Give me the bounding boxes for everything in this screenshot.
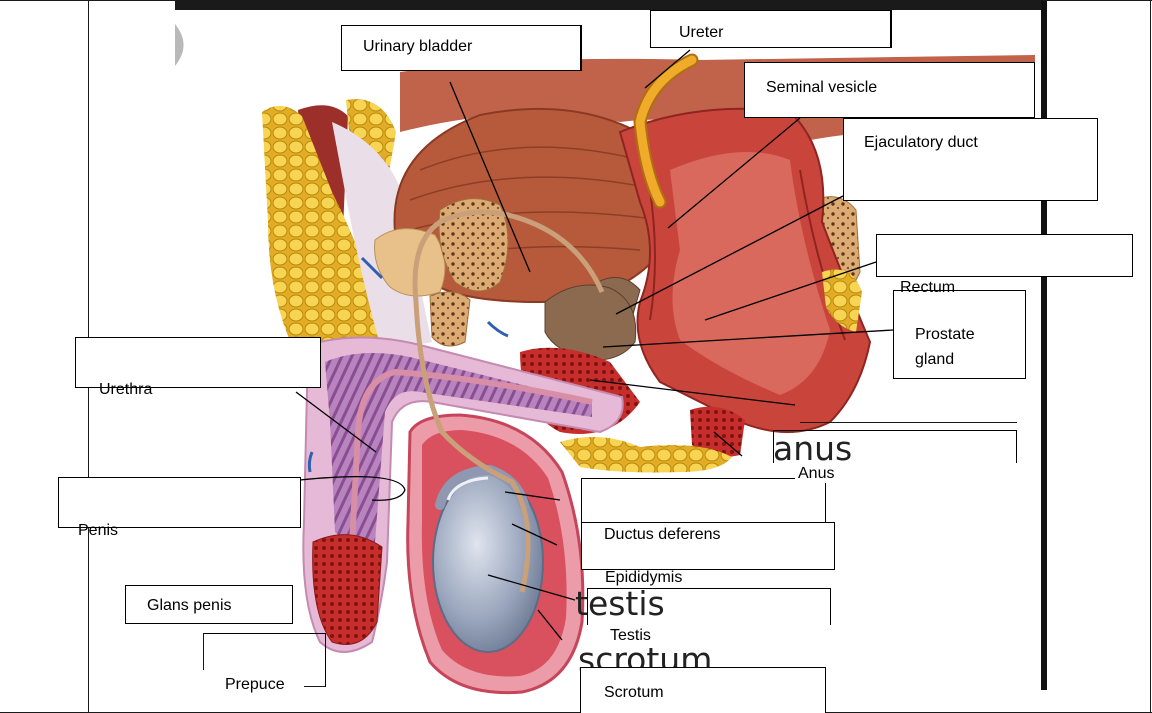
label-text: Seminal vesicle	[766, 79, 877, 96]
label-box-anus-top-edge	[800, 422, 1017, 423]
table-right-line	[1150, 0, 1151, 713]
label-box-ureter[interactable]: Ureter	[650, 10, 892, 48]
blank-label-box[interactable]	[581, 478, 826, 523]
label-urethra[interactable]: Urethra	[99, 381, 152, 399]
label-box-urinary-bladder[interactable]: Urinary bladder	[341, 25, 582, 71]
label-box-seminal-vesicle[interactable]: Seminal vesicle	[744, 62, 1035, 118]
label-box-prepuce-bottom-edge	[304, 686, 325, 687]
label-text: Urinary bladder	[363, 38, 472, 55]
corner-shadow	[175, 24, 184, 66]
blank-label-box[interactable]	[58, 477, 301, 528]
label-text: Scrotum	[604, 684, 664, 701]
label-box-ductus-deferens[interactable]: Ductus deferens	[581, 522, 835, 570]
label-text: Ejaculatory duct	[864, 134, 978, 151]
label-box-prostate-gland[interactable]: Prostate gland	[893, 290, 1026, 379]
label-penis[interactable]: Penis	[78, 522, 118, 540]
table-top-line	[0, 0, 1152, 1]
label-box-ejaculatory-duct[interactable]: Ejaculatory duct	[843, 118, 1098, 201]
label-anus[interactable]: Anus	[795, 465, 837, 483]
figure-right-border	[1041, 0, 1047, 690]
label-box-anus[interactable]	[773, 430, 1017, 463]
pubic-bone-lower	[430, 292, 470, 346]
blank-label-box[interactable]	[876, 234, 1133, 277]
label-text: Glans penis	[147, 597, 232, 614]
label-text: Ureter	[679, 24, 723, 41]
label-box-scrotum[interactable]: Scrotum	[580, 667, 826, 713]
label-text: Ductus deferens	[604, 526, 721, 543]
label-epididymis[interactable]: Epididymis	[605, 569, 682, 587]
figure-top-border	[175, 0, 1045, 10]
label-box-testis[interactable]	[587, 588, 831, 625]
label-prepuce[interactable]: Prepuce	[225, 676, 285, 694]
label-box-glans-penis[interactable]: Glans penis	[125, 585, 293, 624]
label-text: Prostate gland	[915, 322, 995, 372]
label-testis[interactable]: Testis	[589, 627, 829, 648]
label-box-prepuce-left-edge	[203, 633, 204, 670]
